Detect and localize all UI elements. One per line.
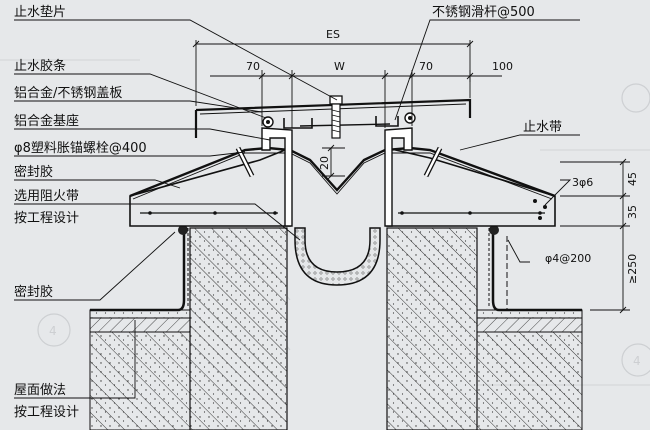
label-fire-belt-2: 按工程设计	[14, 211, 79, 226]
dim-left-70: 70	[246, 60, 260, 73]
ghost-circle-left	[37, 313, 71, 347]
center-bolt	[329, 95, 343, 139]
label-base: 铝合金基座	[14, 113, 79, 129]
ghost-circle-right-text: 4	[633, 354, 641, 368]
label-roof-1: 屋面做法	[14, 383, 66, 398]
label-waterstop-belt: 止水带	[523, 120, 562, 135]
label-cover-plate: 铝合金/不锈钢盖板	[14, 85, 122, 101]
label-anchor-bolt: φ8塑料胀锚螺栓@400	[14, 141, 147, 156]
right-rebar	[506, 199, 547, 310]
label-roof-2: 按工程设计	[14, 405, 79, 420]
left-membrane	[90, 228, 186, 312]
label-fire-belt-1: 选用阻火带	[14, 189, 79, 204]
dim-h-45: 45	[626, 172, 639, 186]
label-waterstop-strip: 止水胶条	[14, 58, 66, 74]
slide-bar	[299, 123, 391, 127]
dim-bars: 3φ6	[572, 176, 593, 189]
left-sealant-blob	[178, 225, 188, 235]
label-sealant-top: 密封胶	[14, 164, 53, 180]
dim-stirrup: φ4@200	[545, 252, 591, 265]
fire-barrier-belt	[294, 227, 381, 286]
dim-h-250: ≥250	[626, 254, 639, 284]
label-slide-bar: 不锈钢滑杆@500	[432, 5, 535, 20]
slide-clamp-right	[375, 116, 399, 127]
cover-plate	[194, 98, 472, 138]
waterstop-belt-inner	[132, 152, 553, 200]
anchor-bolt-right	[423, 146, 443, 178]
dim-gap-20: 20	[318, 156, 331, 170]
label-waterstop-pad: 止水垫片	[14, 4, 66, 20]
right-membrane	[491, 228, 582, 312]
aluminium-base-right	[384, 127, 413, 227]
ghost-circle-right	[621, 343, 650, 377]
slide-clamp-left	[283, 118, 313, 129]
dim-w: W	[334, 60, 345, 73]
ghost-circle-left-text: 4	[49, 324, 57, 338]
right-roof-layers	[476, 309, 583, 430]
ghost-circle-top	[621, 83, 650, 113]
dim-h-35: 35	[626, 205, 639, 219]
label-sealant-bottom: 密封胶	[14, 284, 53, 300]
dimension-lines	[192, 40, 630, 314]
left-roof-layers	[89, 309, 191, 430]
aluminium-base-left	[261, 127, 293, 227]
dim-right-100: 100	[492, 60, 513, 73]
dim-es: ES	[326, 28, 340, 41]
right-concrete-wall	[386, 227, 478, 430]
waterstop-belt	[129, 146, 556, 198]
right-sealant-blob	[489, 225, 499, 235]
leader-lines	[14, 19, 580, 399]
left-concrete-wall	[189, 227, 288, 430]
dim-right-70: 70	[419, 60, 433, 73]
